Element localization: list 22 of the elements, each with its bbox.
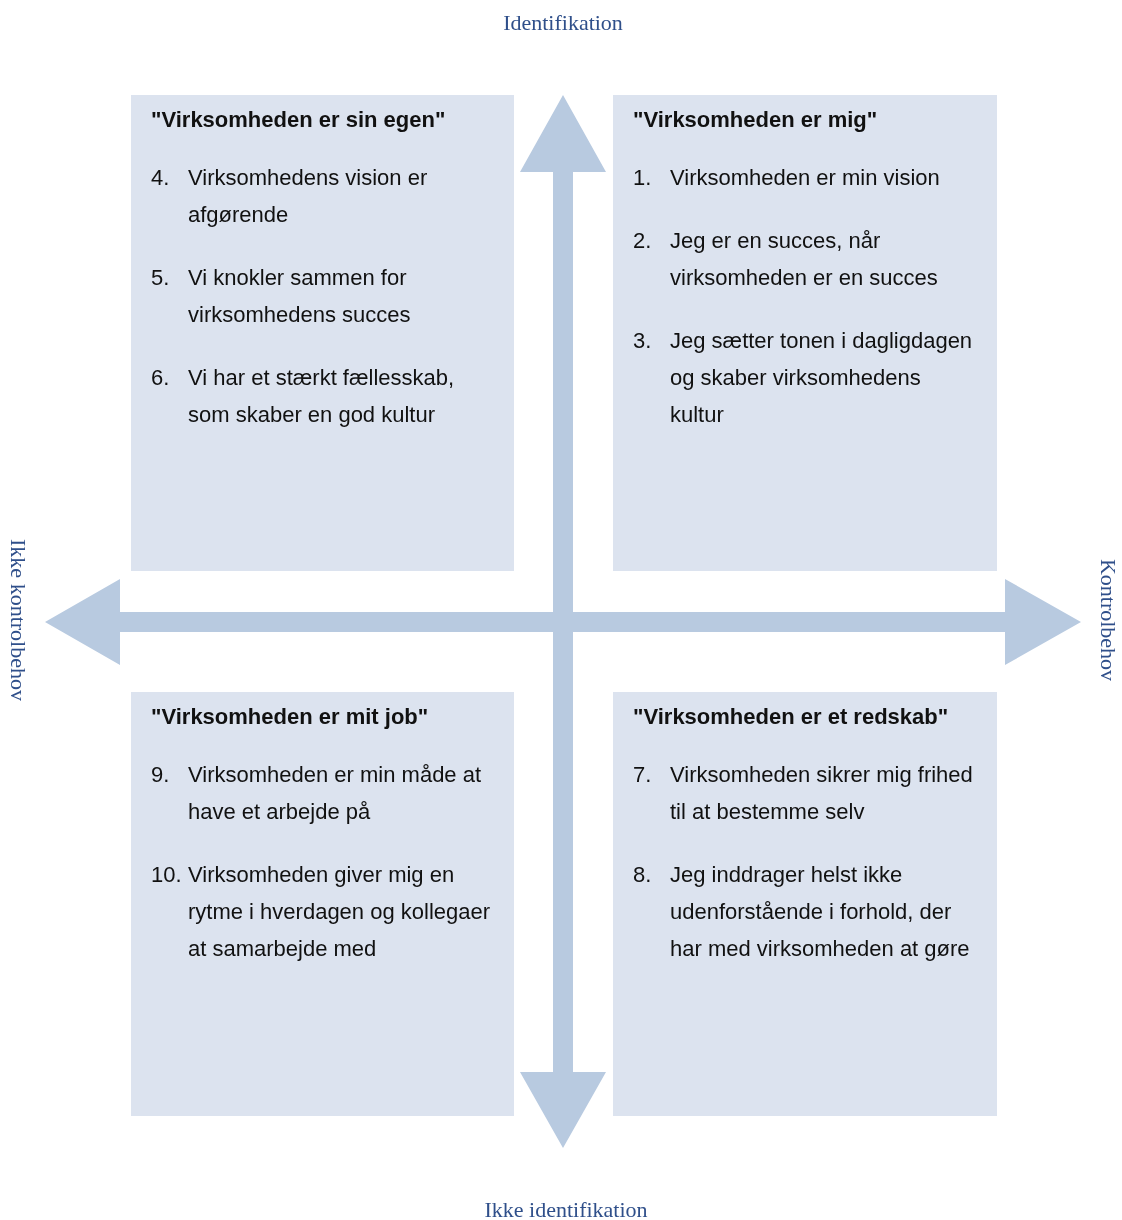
- quadrant-heading: "Virksomheden er sin egen": [151, 107, 447, 133]
- quadrant-box: [131, 95, 514, 571]
- quadrant-heading: "Virksomheden er mig": [633, 107, 879, 133]
- list-item: 8. Jeg inddrager helst ikke udenforstående i forhold, der har med virksomheden at gøre: [633, 861, 971, 963]
- axis-label: Ikke kontrolbehov: [5, 539, 31, 701]
- list-item: 2. Jeg er en succes, når virksomheden er en succes: [633, 227, 939, 292]
- list-item: 7. Virksomheden sikrer mig frihed til at bestemme selv: [633, 761, 974, 826]
- axis-label: Kontrolbehov: [1095, 558, 1121, 682]
- quadrant-heading: "Virksomheden er mit job": [151, 704, 430, 730]
- quadrant-box: [131, 692, 514, 1116]
- list-item: 5. Vi knokler sammen for virksomhedens succes: [151, 264, 412, 329]
- list-item: 3. Jeg sætter tonen i dagligdagen og skaber virksomhedens kultur: [633, 327, 974, 429]
- quadrant-heading: "Virksomheden er et redskab": [633, 704, 950, 730]
- list-item: 10. Virksomheden giver mig en rytme i hverdagen og kollegaer at samarbejde med: [151, 861, 492, 963]
- quadrant-box: [613, 95, 997, 571]
- quadrant-box: [613, 692, 997, 1116]
- axis-label: Ikke identifikation: [484, 1197, 648, 1220]
- axis-label: Identifikation: [503, 10, 623, 36]
- list-item: 6. Vi har et stærkt fællesskab, som skaber en god kultur: [151, 364, 456, 429]
- list-item: 1. Virksomheden er min vision: [633, 164, 941, 192]
- list-item: 4. Virksomhedens vision er afgørende: [151, 164, 429, 229]
- list-item: 9. Virksomheden er min måde at have et arbejde på: [151, 761, 483, 826]
